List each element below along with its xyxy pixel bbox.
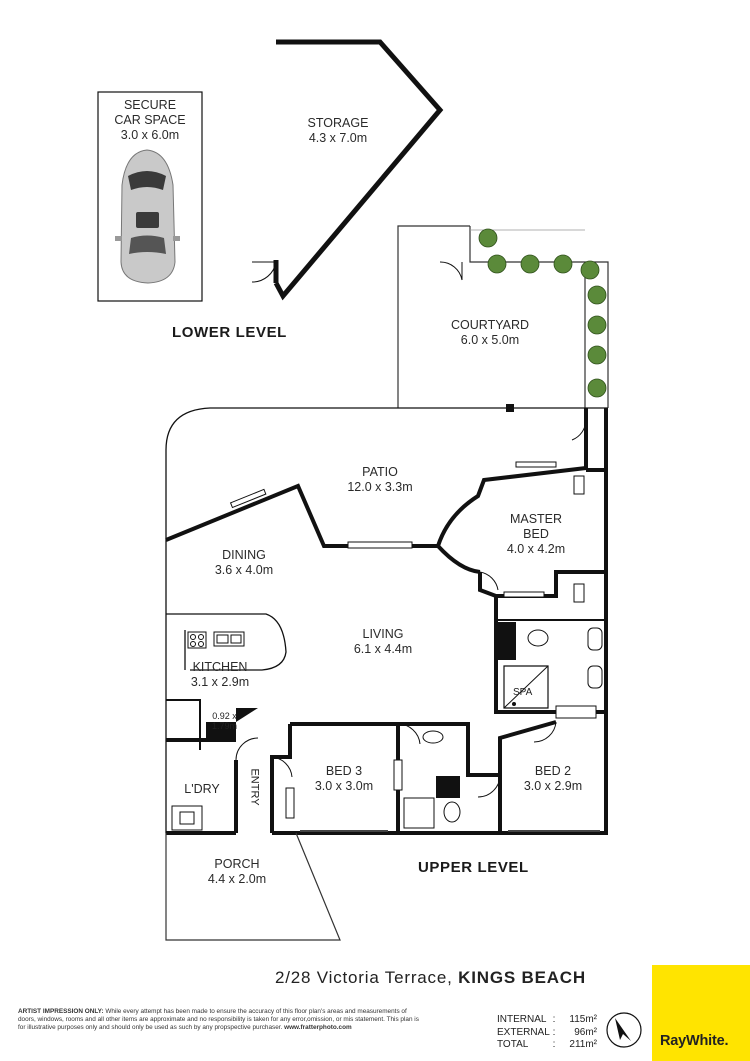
room-dims: 4.4 x 2.0m — [207, 872, 267, 886]
area-value: 96m² — [574, 1026, 597, 1038]
disclaimer-text: ARTIST IMPRESSION ONLY: While every atte… — [18, 1008, 423, 1032]
room-dims: 6.1 x 4.4m — [353, 642, 413, 656]
car-space — [97, 91, 203, 302]
laundry-fixtures — [171, 805, 203, 831]
room-name-line: BED — [523, 527, 549, 541]
room-name-line: PATIO — [362, 465, 398, 479]
storage-room — [251, 39, 444, 301]
room-dims: 3.0 x 2.9m — [523, 779, 583, 793]
room-label-ldry: L'DRY — [184, 782, 220, 797]
window-marks — [229, 461, 597, 819]
door-swings — [235, 419, 587, 798]
room-name-line: CAR SPACE — [114, 113, 186, 127]
room-name-line: BED 3 — [325, 764, 363, 778]
cupboard-height: 1.79m — [212, 721, 238, 731]
room-label-master: MASTER BED 4.0 x 4.2m — [507, 512, 565, 557]
room-label-kitchen: KITCHEN 3.1 x 2.9m — [191, 660, 249, 690]
room-name-line: SECURE — [123, 98, 177, 112]
brand-logo: RayWhite. — [652, 965, 750, 1061]
kitchen-fixtures — [187, 631, 245, 649]
address-suburb: KINGS BEACH — [458, 968, 586, 987]
property-address: 2/28 Victoria Terrace, KINGS BEACH — [275, 968, 586, 988]
room-dims: 4.3 x 7.0m — [308, 131, 368, 145]
room-label-storage: STORAGE 4.3 x 7.0m — [308, 116, 369, 146]
room-name-line: MASTER — [509, 512, 563, 526]
area-row: EXTERNAL: 96m² — [497, 1026, 597, 1038]
area-row: TOTAL: 211m² — [497, 1039, 597, 1050]
cupboard-size-label: 0.92 x 1.79m — [212, 711, 237, 731]
area-label: TOTAL — [497, 1039, 529, 1050]
area-value: 211m² — [569, 1039, 597, 1050]
room-dims: 12.0 x 3.3m — [347, 480, 413, 494]
room-name-line: LIVING — [362, 627, 404, 641]
room-dims: 3.1 x 2.9m — [190, 675, 250, 689]
room-name-line: PORCH — [214, 857, 260, 871]
room-label-living: LIVING 6.1 x 4.4m — [354, 627, 412, 657]
upper-level-walls — [165, 404, 608, 835]
lower-level-label: LOWER LEVEL — [172, 324, 287, 341]
plant-icon-group — [478, 228, 607, 398]
room-name-line: DINING — [222, 548, 266, 562]
north-arrow-icon — [606, 1012, 642, 1048]
room-dims: 3.0 x 6.0m — [120, 128, 180, 142]
room-name-line: COURTYARD — [450, 318, 530, 332]
entry-label: ENTRY — [248, 768, 261, 806]
area-value: 115m² — [569, 1014, 597, 1025]
room-name-line: STORAGE — [307, 116, 369, 130]
room-dims: 4.0 x 4.2m — [506, 542, 566, 556]
room-label-car: SECURE CAR SPACE 3.0 x 6.0m — [114, 98, 185, 143]
disclaimer-lead: ARTIST IMPRESSION ONLY: — [18, 1008, 104, 1015]
room-label-courtyard: COURTYARD 6.0 x 5.0m — [451, 318, 529, 348]
disclaimer-body: While every attempt has been made to ens… — [18, 1008, 419, 1031]
room-label-bed3: BED 3 3.0 x 3.0m — [315, 764, 373, 794]
car-icon — [115, 149, 180, 284]
cupboard-width: 0.92 x — [212, 711, 237, 721]
room-dims: 6.0 x 5.0m — [460, 333, 520, 347]
area-row: INTERNAL: 115m² — [497, 1014, 597, 1025]
area-label: EXTERNAL — [497, 1026, 550, 1038]
room-label-porch: PORCH 4.4 x 2.0m — [208, 857, 266, 887]
room-label-patio: PATIO 12.0 x 3.3m — [347, 465, 412, 495]
room-name-line: KITCHEN — [192, 660, 248, 674]
room-dims: 3.6 x 4.0m — [214, 563, 274, 577]
spa-label: SPA — [513, 687, 533, 698]
courtyard-area — [397, 225, 609, 408]
room-label-dining: DINING 3.6 x 4.0m — [215, 548, 273, 578]
brand-name: RayWhite. — [660, 1033, 729, 1049]
area-label: INTERNAL — [497, 1014, 547, 1025]
area-summary: INTERNAL: 115m² EXTERNAL: 96m² TOTAL: 21… — [497, 1014, 597, 1052]
disclaimer-site: www.fratterphoto.com — [284, 1024, 352, 1031]
ensuite-fixtures — [206, 622, 603, 829]
porch-area — [165, 832, 341, 941]
room-name-line: BED 2 — [534, 764, 572, 778]
room-dims: 3.0 x 3.0m — [314, 779, 374, 793]
address-street: 2/28 Victoria Terrace, — [275, 968, 453, 987]
room-label-bed2: BED 2 3.0 x 2.9m — [524, 764, 582, 794]
room-name-line: L'DRY — [184, 782, 220, 796]
upper-level-label: UPPER LEVEL — [418, 859, 529, 876]
